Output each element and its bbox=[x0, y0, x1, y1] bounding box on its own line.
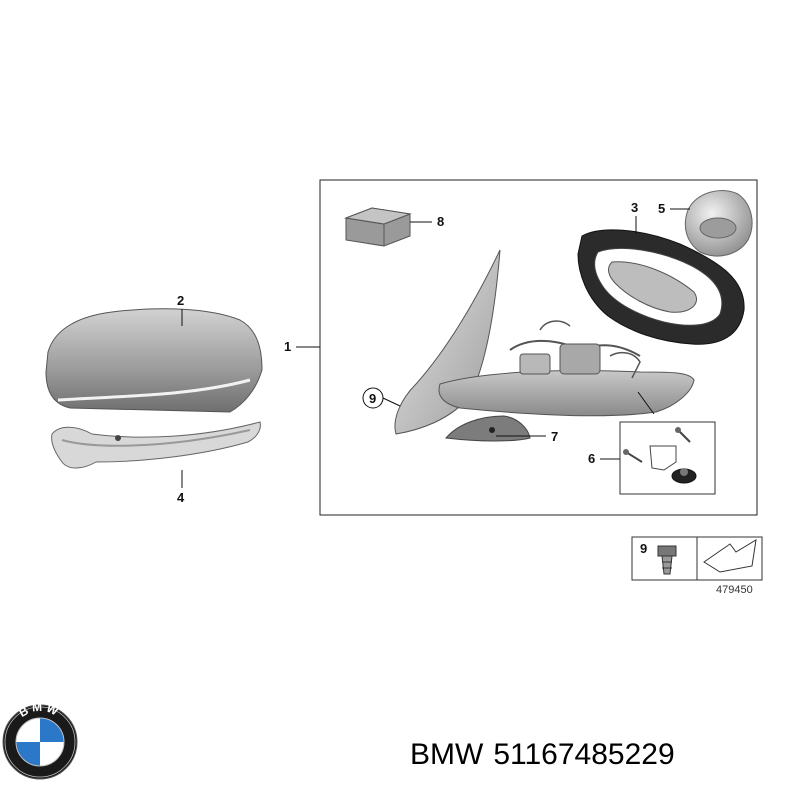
callout-3: 3 bbox=[631, 200, 638, 215]
callout-group: 1 2 4 3 5 8 7 6 9 bbox=[177, 200, 690, 505]
callout-9-legend: 9 bbox=[640, 541, 647, 556]
legend-number: 479450 bbox=[716, 584, 753, 596]
base-gasket-part bbox=[445, 415, 531, 442]
logo-text: BMW bbox=[16, 700, 60, 720]
adjustment-motor-part bbox=[684, 190, 753, 257]
bmw-logo: BMW bbox=[2, 700, 78, 780]
adhesive-pad-part bbox=[344, 207, 412, 247]
callout-7: 7 bbox=[551, 429, 558, 444]
callout-5: 5 bbox=[658, 201, 665, 216]
fastener-inset-box bbox=[619, 421, 716, 495]
callout-6: 6 bbox=[588, 451, 595, 466]
turn-signal-part bbox=[51, 421, 261, 469]
mirror-cap-part bbox=[45, 308, 263, 413]
callout-9: 9 bbox=[369, 391, 376, 406]
mirror-base-part bbox=[394, 249, 695, 435]
svg-text:BMW: BMW bbox=[16, 700, 63, 720]
product-caption: BMW 51167485229 bbox=[410, 738, 685, 772]
arrow-icon bbox=[703, 539, 757, 573]
callout-1: 1 bbox=[284, 339, 291, 354]
brand-name: BMW bbox=[410, 738, 484, 771]
fastener-clip-part bbox=[623, 427, 697, 484]
screw-part bbox=[657, 545, 677, 575]
callout-2: 2 bbox=[177, 293, 184, 308]
callout-4: 4 bbox=[177, 490, 185, 505]
part-number: 51167485229 bbox=[493, 738, 675, 771]
mirror-frame-part bbox=[577, 229, 745, 345]
callout-8: 8 bbox=[437, 214, 444, 229]
